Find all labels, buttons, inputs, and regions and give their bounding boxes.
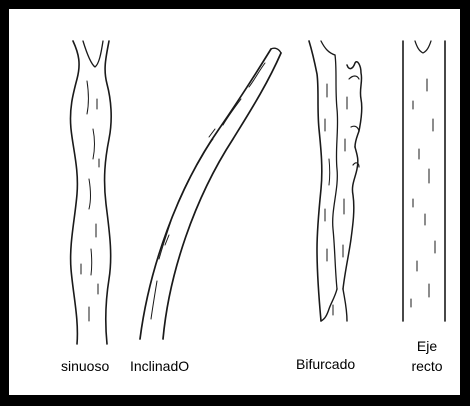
inclinado-label: InclinadO <box>130 357 189 375</box>
eje-recto-label-line1: Eje <box>404 337 450 355</box>
inclinado-trunk <box>140 48 281 339</box>
bifurcado-label: Bifurcado <box>296 355 355 373</box>
eje-recto-trunk <box>403 41 445 321</box>
trunk-illustration <box>9 9 460 395</box>
eje-recto-label-line2: recto <box>404 357 450 375</box>
sinuoso-trunk <box>70 41 111 344</box>
bifurcado-trunk <box>309 41 362 321</box>
sinuoso-label: sinuoso <box>61 357 109 375</box>
illustration-panel: sinuoso InclinadO Bifurcado Eje recto <box>9 9 460 395</box>
